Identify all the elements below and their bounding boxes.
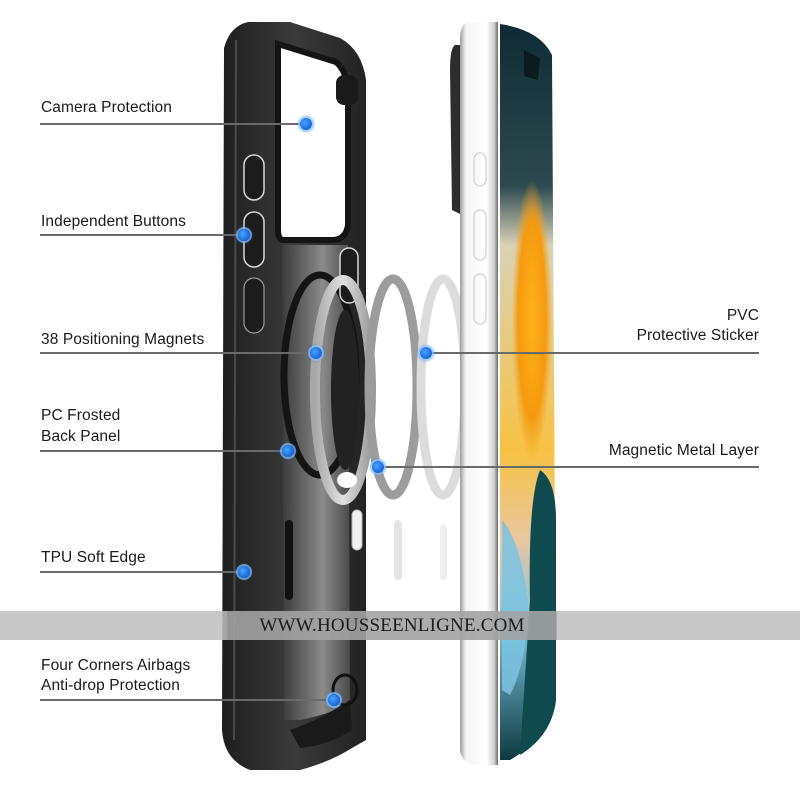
label-pvc-line2: Protective Sticker <box>636 327 759 344</box>
callout-dot-camera-protection <box>300 118 312 130</box>
watermark-box <box>227 611 557 640</box>
callout-line-pc-frosted <box>40 450 288 452</box>
callout-dot-tpu-soft-edge <box>238 566 250 578</box>
watermark-text: WWW.HOUSSEENLIGNE.COM <box>259 615 525 636</box>
label-tpu-soft-edge: TPU Soft Edge <box>41 549 146 566</box>
label-four-corners-line1: Four Corners Airbags <box>41 657 191 674</box>
label-pvc-line1: PVC <box>726 307 759 324</box>
label-independent-buttons: Independent Buttons <box>41 213 186 230</box>
callout-dot-four-corners <box>328 694 340 706</box>
callout-dot-magnetic-metal <box>372 461 384 473</box>
callout-dot-pc-frosted <box>282 445 294 457</box>
label-pc-frosted-line2: Back Panel <box>41 428 121 445</box>
callout-line-four-corners <box>40 699 334 701</box>
label-camera-protection: Camera Protection <box>41 99 172 116</box>
label-magnetic-metal-layer: Magnetic Metal Layer <box>608 442 759 459</box>
callout-line-independent-buttons <box>40 234 244 236</box>
callout-line-positioning-magnets <box>40 352 316 354</box>
watermark-band <box>0 611 800 640</box>
callout-dot-pvc-sticker <box>420 347 432 359</box>
callout-dot-independent-buttons <box>238 229 250 241</box>
label-four-corners-line2: Anti-drop Protection <box>41 677 180 694</box>
callout-dot-positioning-magnets <box>310 347 322 359</box>
callout-line-magnetic-metal <box>378 466 759 468</box>
callout-line-camera-protection <box>40 123 306 125</box>
label-pc-frosted-line1: PC Frosted <box>41 407 121 424</box>
label-positioning-magnets: 38 Positioning Magnets <box>41 331 205 348</box>
callout-line-pvc-sticker <box>426 352 759 354</box>
callout-line-tpu-soft-edge <box>40 571 244 573</box>
